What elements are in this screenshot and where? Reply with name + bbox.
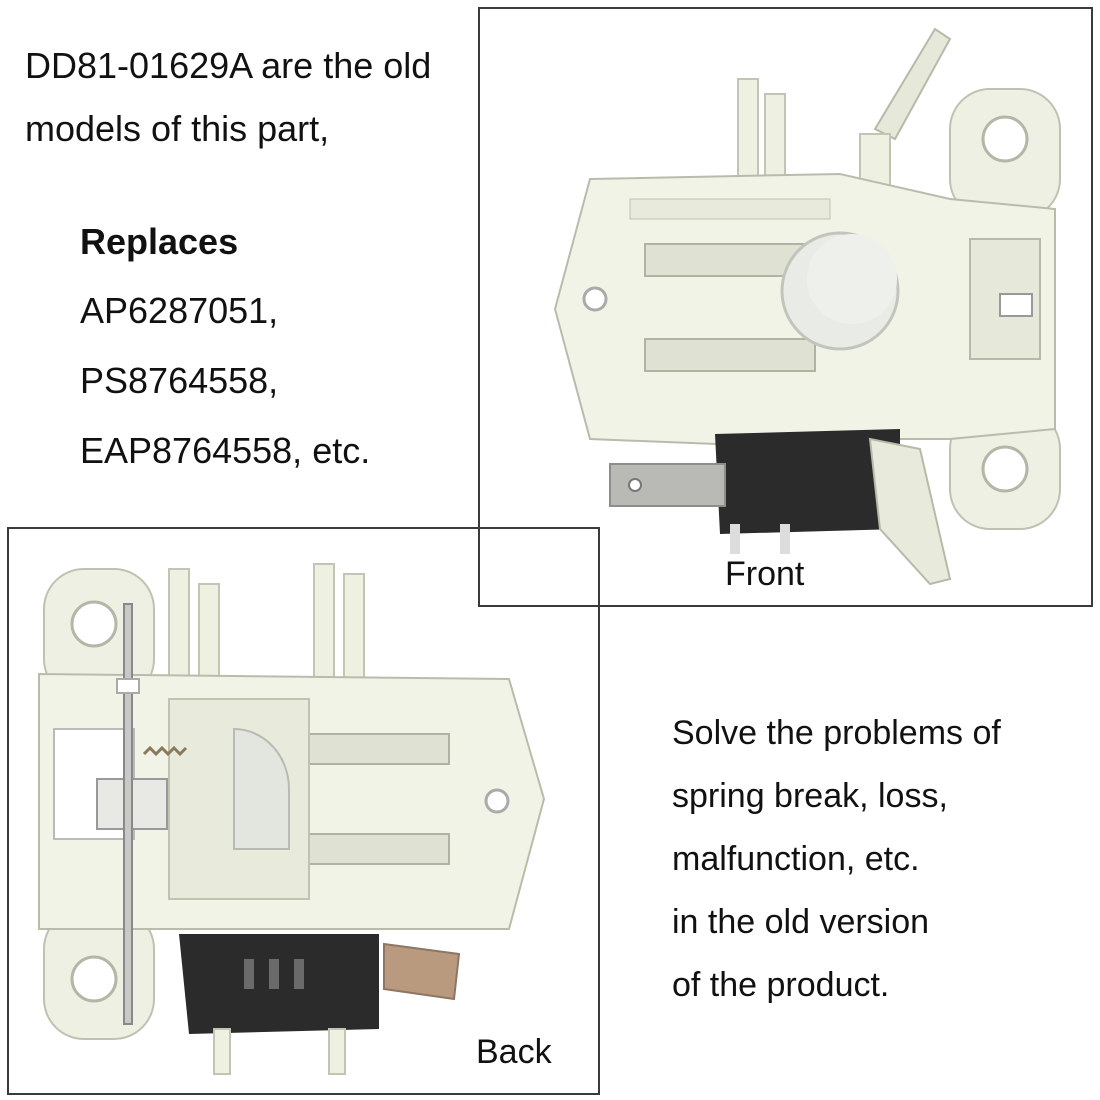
solve-line-4: in the old version [672,903,930,941]
intro-line-1: DD81-01629A are the old [25,45,432,86]
door-lock-front-image [553,27,1061,586]
replaces-heading: Replaces [80,221,239,262]
replaces-part-3: EAP8764558, etc. [80,430,371,471]
intro-line-2: models of this part, [25,108,330,149]
replaces-part-2: PS8764558, [80,360,279,401]
back-photo: Back [7,527,600,1095]
front-photo: Front [478,7,1093,607]
solve-line-3: malfunction, etc. [672,840,920,878]
door-lock-back-image [38,563,546,1075]
back-caption: Back [476,1033,552,1071]
solve-line-2: spring break, loss, [672,777,948,815]
solve-line-1: Solve the problems of [672,714,1001,752]
front-caption: Front [725,555,805,593]
replaces-part-1: AP6287051, [80,290,279,331]
solve-line-5: of the product. [672,966,890,1004]
